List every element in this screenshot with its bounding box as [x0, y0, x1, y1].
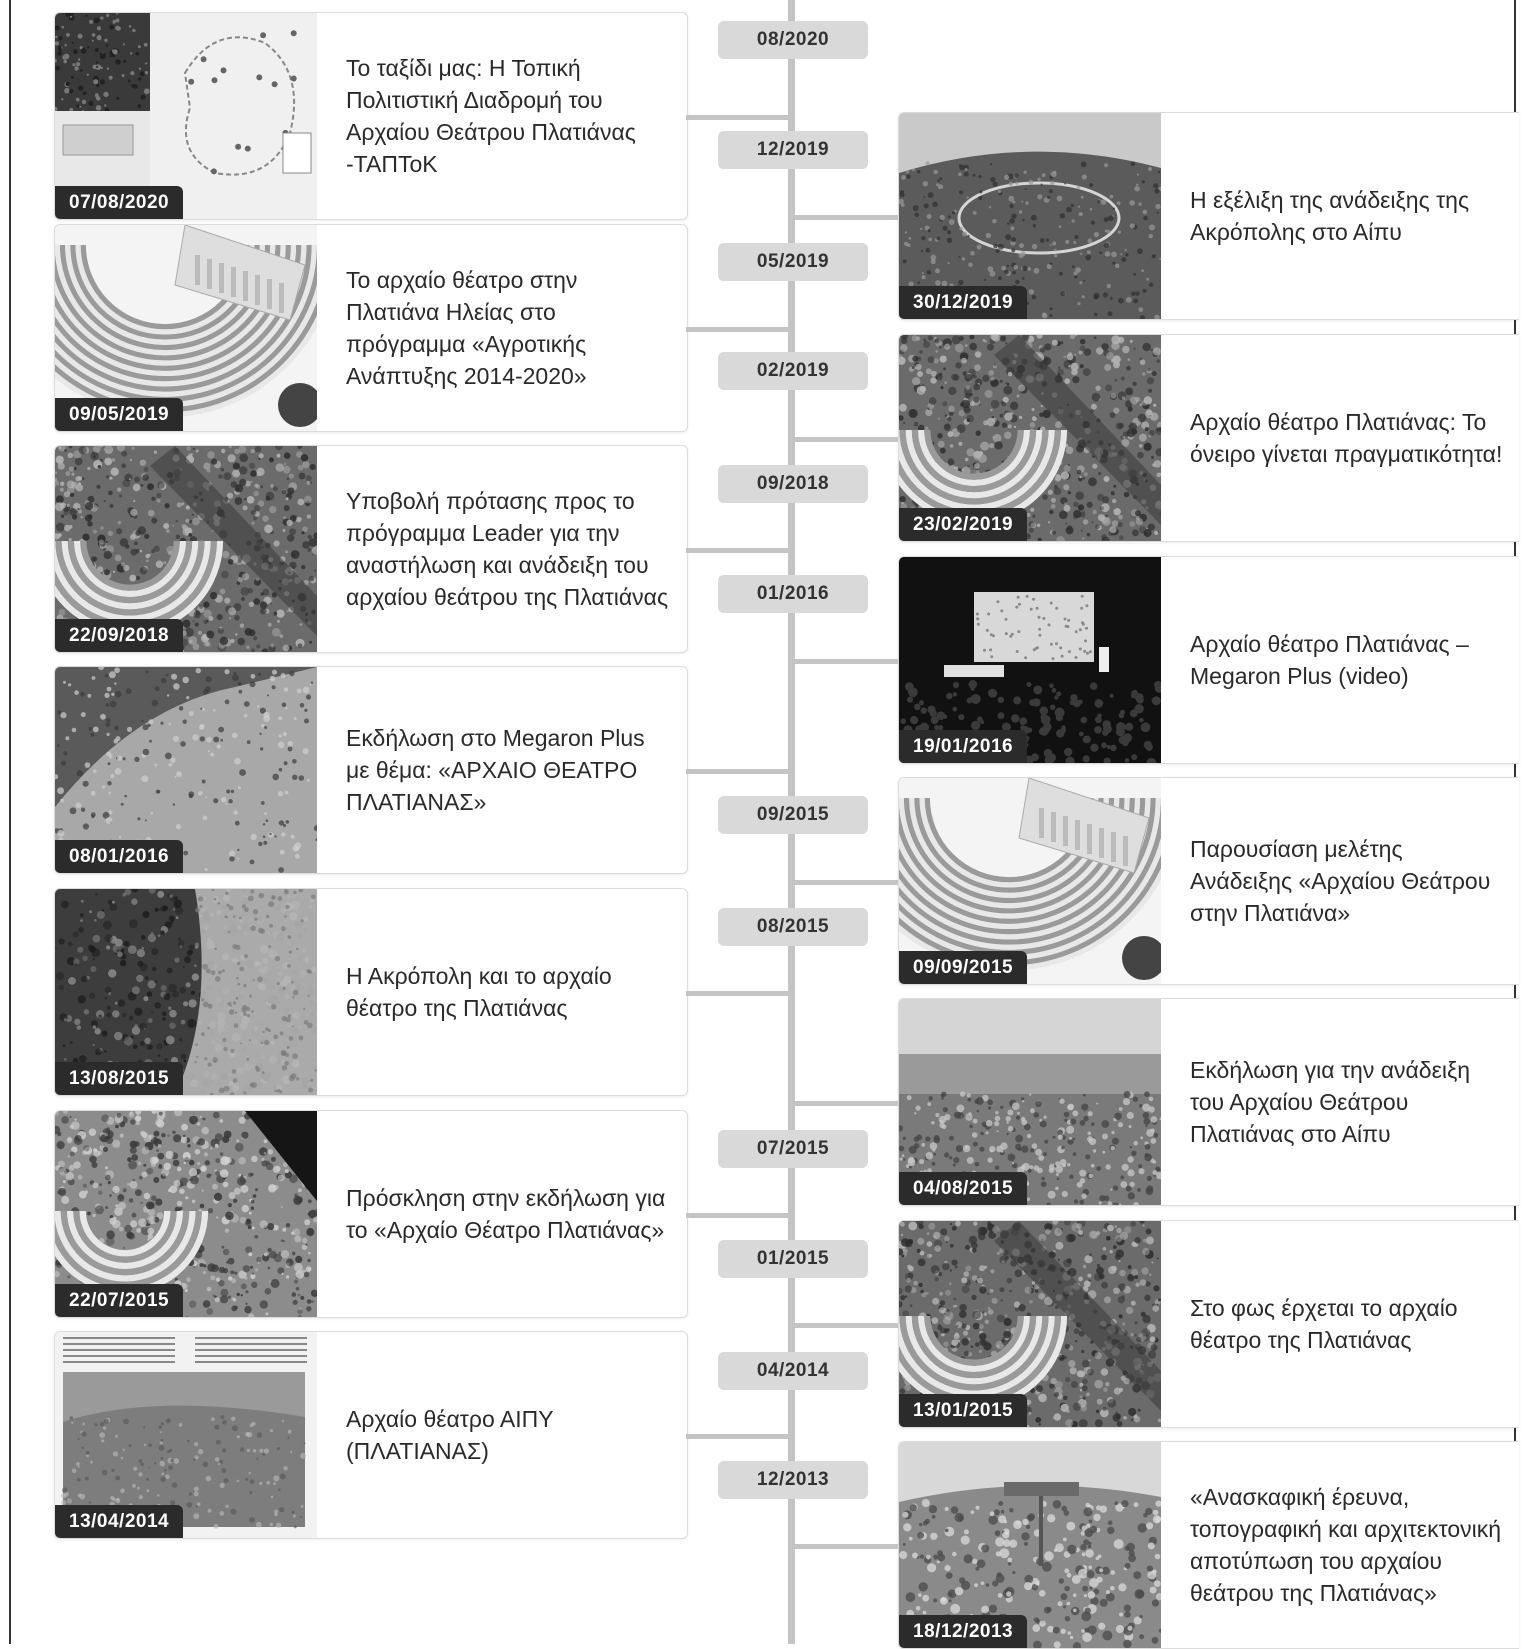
- timeline-connector: [686, 115, 788, 120]
- timeline-card-left[interactable]: 09/05/2019 Το αρχαίο θέατρο στην Πλατιάνα…: [54, 224, 688, 432]
- timeline-connector: [686, 327, 788, 332]
- post-title-link[interactable]: Το αρχαίο θέατρο στην Πλατιάνα Ηλείας στ…: [346, 267, 587, 389]
- post-date-label: 09/05/2019: [55, 398, 184, 431]
- post-date-label: 22/07/2015: [55, 1284, 184, 1317]
- excavation-aerial-photo-icon[interactable]: 22/07/2015: [55, 1111, 317, 1317]
- timeline-connector: [686, 991, 788, 996]
- post-title-link[interactable]: Αρχαίο θέατρο Πλατιάνας: Το όνειρο γίνετ…: [1190, 409, 1503, 467]
- post-date-label: 23/02/2019: [899, 508, 1028, 541]
- timeline-month-pill: 01/2015: [718, 1240, 868, 1278]
- timeline-connector: [795, 215, 898, 220]
- post-date-label: 19/01/2016: [899, 730, 1028, 763]
- rocky-site-sign-photo-icon[interactable]: 18/12/2013: [899, 1442, 1161, 1648]
- post-date-label: 13/04/2014: [55, 1505, 184, 1538]
- post-title-link[interactable]: Υποβολή πρότασης προς το πρόγραμμα Leade…: [346, 488, 669, 610]
- timeline-connector: [795, 1323, 898, 1328]
- auditorium-event-photo-icon[interactable]: 19/01/2016: [899, 557, 1161, 763]
- timeline-month-pill: 02/2019: [718, 352, 868, 390]
- post-title-link[interactable]: Αρχαίο θέατρο Πλατιάνας – Megaron Plus (…: [1190, 631, 1469, 689]
- aerial-ruins-photo-icon[interactable]: 23/02/2019: [899, 335, 1161, 541]
- theater-model-photo-icon[interactable]: 09/09/2015: [899, 778, 1161, 984]
- post-title-link[interactable]: Στο φως έρχεται το αρχαίο θέατρο της Πλα…: [1190, 1295, 1458, 1353]
- timeline-connector: [686, 1213, 788, 1218]
- timeline-month-pill: 12/2019: [718, 131, 868, 169]
- timeline-connector: [795, 437, 898, 442]
- timeline-card-left[interactable]: 22/09/2018 Υποβολή πρότασης προς το πρόγρ…: [54, 445, 688, 653]
- timeline-month-pill: 12/2013: [718, 1461, 868, 1499]
- hilltop-photo-icon[interactable]: 08/01/2016: [55, 667, 317, 873]
- post-date-label: 30/12/2019: [899, 286, 1028, 319]
- post-date-label: 18/12/2013: [899, 1615, 1028, 1648]
- theater-model-photo-icon[interactable]: 09/05/2019: [55, 225, 317, 431]
- timeline-connector: [686, 1434, 788, 1439]
- timeline-connector: [795, 1101, 898, 1106]
- post-date-label: 22/09/2018: [55, 619, 184, 652]
- post-title-link[interactable]: Πρόσκληση στην εκδήλωση για το «Αρχαίο Θ…: [346, 1185, 666, 1243]
- timeline-card-left[interactable]: 08/01/2016 Εκδήλωση στο Megaron Plus με θ…: [54, 666, 688, 874]
- site-map-photo-icon[interactable]: 07/08/2020: [55, 13, 317, 219]
- timeline-card-right[interactable]: 19/01/2016 Αρχαίο θέατρο Πλατιάνας – Mega…: [898, 556, 1519, 764]
- post-date-label: 08/01/2016: [55, 840, 184, 873]
- newspaper-clipping-icon[interactable]: 13/04/2014: [55, 1332, 317, 1538]
- timeline-month-pill: 08/2015: [718, 908, 868, 946]
- timeline-card-right[interactable]: 09/09/2015 Παρουσίαση μελέτης Ανάδειξης «…: [898, 777, 1519, 985]
- post-title-link[interactable]: Εκδήλωση στο Megaron Plus με θέμα: «ΑΡΧΑ…: [346, 725, 645, 815]
- aerial-ruins-photo-icon[interactable]: 13/01/2015: [899, 1221, 1161, 1427]
- timeline-connector: [795, 659, 898, 664]
- timeline-card-right[interactable]: 13/01/2015 Στο φως έρχεται το αρχαίο θέατ…: [898, 1220, 1519, 1428]
- timeline-connector: [795, 880, 898, 885]
- post-title-link[interactable]: «Ανασκαφική έρευνα, τοπογραφική και αρχι…: [1190, 1484, 1502, 1606]
- timeline-connector: [686, 548, 788, 553]
- timeline-card-left[interactable]: 13/04/2014 Αρχαίο θέατρο ΑΙΠΥ (ΠΛΑΤΙΑΝΑΣ): [54, 1331, 688, 1539]
- post-date-label: 04/08/2015: [899, 1172, 1028, 1205]
- post-title-link[interactable]: Αρχαίο θέατρο ΑΙΠΥ (ΠΛΑΤΙΑΝΑΣ): [346, 1406, 554, 1464]
- post-title-link[interactable]: Παρουσίαση μελέτης Ανάδειξης «Αρχαίου Θε…: [1190, 836, 1491, 926]
- timeline-card-right[interactable]: 23/02/2019 Αρχαίο θέατρο Πλατιάνας: Το όν…: [898, 334, 1519, 542]
- acropolis-aerial-photo-icon[interactable]: 13/08/2015: [55, 889, 317, 1095]
- timeline-month-pill: 08/2020: [718, 21, 868, 59]
- timeline-card-left[interactable]: 22/07/2015 Πρόσκληση στην εκδήλωση για το…: [54, 1110, 688, 1318]
- timeline-card-right[interactable]: 18/12/2013 «Ανασκαφική έρευνα, τοπογραφικ…: [898, 1441, 1519, 1649]
- timeline-month-pill: 09/2015: [718, 796, 868, 834]
- timeline-connector: [686, 769, 788, 774]
- timeline-card-left[interactable]: 13/08/2015 Η Ακρόπολη και το αρχαίο θέατρ…: [54, 888, 688, 1096]
- timeline-month-pill: 09/2018: [718, 465, 868, 503]
- post-date-label: 13/08/2015: [55, 1062, 184, 1095]
- post-title-link[interactable]: Το ταξίδι μας: Η Τοπική Πολιτιστική Διαδ…: [346, 55, 636, 177]
- timeline-month-pill: 07/2015: [718, 1130, 868, 1168]
- mountain-aerial-photo-icon[interactable]: 30/12/2019: [899, 113, 1161, 319]
- post-title-link[interactable]: Η Ακρόπολη και το αρχαίο θέατρο της Πλατ…: [346, 963, 612, 1021]
- timeline-connector: [795, 1544, 898, 1549]
- timeline-month-pill: 05/2019: [718, 243, 868, 281]
- post-title-link[interactable]: Η εξέλιξη της ανάδειξης της Ακρόπολης στ…: [1190, 187, 1470, 245]
- timeline-month-pill: 01/2016: [718, 575, 868, 613]
- landscape-photo-icon[interactable]: 04/08/2015: [899, 999, 1161, 1205]
- timeline-month-pill: 04/2014: [718, 1352, 868, 1390]
- timeline-card-right[interactable]: 30/12/2019 Η εξέλιξη της ανάδειξης της Ακ…: [898, 112, 1519, 320]
- post-date-label: 09/09/2015: [899, 951, 1028, 984]
- post-date-label: 13/01/2015: [899, 1394, 1028, 1427]
- aerial-ruins-photo-icon[interactable]: 22/09/2018: [55, 446, 317, 652]
- post-title-link[interactable]: Εκδήλωση για την ανάδειξη του Αρχαίου Θε…: [1190, 1057, 1471, 1147]
- timeline-card-right[interactable]: 04/08/2015 Εκδήλωση για την ανάδειξη του …: [898, 998, 1519, 1206]
- post-date-label: 07/08/2020: [55, 186, 184, 219]
- timeline-card-left[interactable]: 07/08/2020 Το ταξίδι μας: Η Τοπική Πολιτι…: [54, 12, 688, 220]
